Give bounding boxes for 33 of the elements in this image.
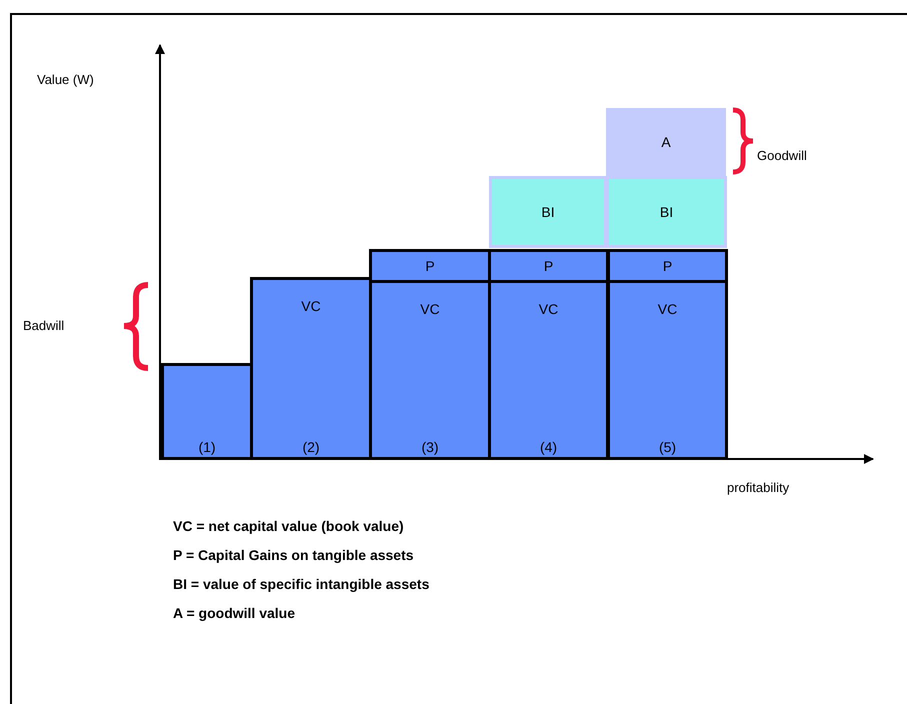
block-label: P [425, 258, 435, 274]
axis-title: Value (W) [37, 72, 94, 87]
column-number: (3) [421, 439, 439, 455]
column-number: (2) [302, 439, 320, 455]
column-number: (4) [540, 439, 558, 455]
block-label: A [661, 134, 671, 150]
brace-label: Goodwill [757, 148, 807, 163]
block-label: VC [658, 301, 678, 317]
definition-text: A = goodwill value [173, 605, 296, 621]
capital-gains-block [607, 249, 728, 283]
definition-text: BI = value of specific intangible assets [173, 576, 430, 592]
intangible-assets-block [606, 176, 727, 248]
block-label: BI [660, 204, 674, 220]
capital-value-block [369, 280, 491, 460]
capital-value-block [607, 280, 728, 460]
block-label: P [544, 258, 554, 274]
block-label: BI [541, 204, 555, 220]
capital-value-block [161, 363, 253, 460]
block-label: VC [538, 301, 558, 317]
definition-text: P = Capital Gains on tangible assets [173, 547, 414, 563]
capital-gains-block [488, 249, 609, 283]
block-label: P [662, 258, 672, 274]
goodwill-block [606, 108, 726, 176]
block-label: VC [420, 301, 440, 317]
definition-text: VC = net capital value (book value) [173, 518, 404, 534]
block-label: VC [301, 298, 321, 314]
column-number: (5) [658, 439, 676, 455]
axis-title: profitability [727, 480, 790, 495]
capital-value-block [488, 280, 609, 460]
brace-label: Badwill [23, 318, 64, 333]
capital-value-block [250, 277, 372, 460]
intangible-assets-block [489, 176, 607, 248]
column-number: (1) [198, 439, 216, 455]
